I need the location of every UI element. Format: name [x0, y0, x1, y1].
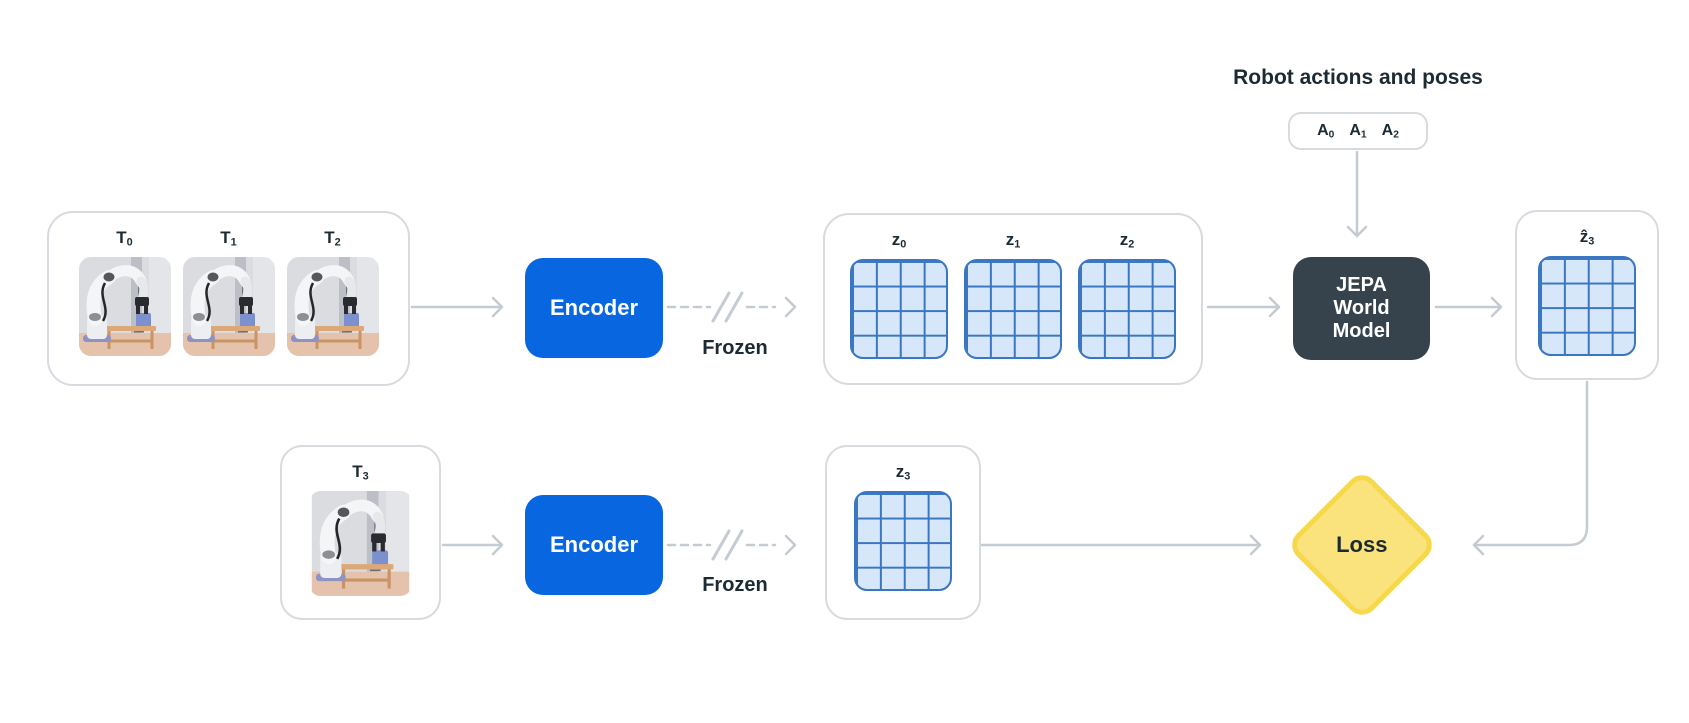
- latent-z2-label: z2: [1119, 230, 1135, 251]
- robot-frame-image: [183, 257, 275, 356]
- prediction-zhat3: ẑ3: [1538, 227, 1636, 356]
- frame-t0-label: T0: [116, 228, 133, 249]
- jepa-world-model-box: JEPA World Model: [1293, 257, 1430, 360]
- frozen-label-bottom: Frozen: [702, 574, 768, 596]
- latent-grid: [850, 259, 948, 359]
- frame-t3-label: T3: [352, 462, 369, 483]
- frame-t3: T3: [309, 462, 412, 596]
- arrow-world-model-to-prediction: [1434, 296, 1503, 318]
- frame-t2-label: T2: [324, 228, 341, 249]
- dashed-arrow-encoder-to-latents: [666, 291, 797, 323]
- latent-bottom-panel: z3: [825, 445, 981, 620]
- prediction-zhat3-label: ẑ3: [1579, 227, 1595, 248]
- frozen-slash-icon: [711, 291, 744, 323]
- prediction-panel: ẑ3: [1515, 210, 1659, 380]
- latent-z0: z0: [850, 230, 948, 359]
- action-label-a0: A0: [1317, 122, 1335, 141]
- latent-z0-label: z0: [891, 230, 907, 251]
- input-frames-panel: T0 T1 T2: [47, 211, 410, 386]
- arrow-target-frame-to-encoder: [441, 534, 504, 556]
- latent-z1: z1: [964, 230, 1062, 359]
- frame-t1-label: T1: [220, 228, 237, 249]
- arrow-latents-to-world-model: [1206, 296, 1281, 318]
- action-label-a1: A1: [1349, 122, 1367, 141]
- frame-t2: T2: [287, 228, 379, 356]
- robot-actions-title: Robot actions and poses: [1233, 66, 1483, 89]
- encoder-box-bottom: Encoder: [525, 495, 663, 595]
- arrow-prediction-to-loss: [1472, 380, 1589, 556]
- latent-grid: [854, 491, 952, 591]
- latents-panel: z0 z1 z2: [823, 213, 1203, 385]
- frozen-slash-icon: [711, 529, 744, 561]
- loss-diamond: Loss: [1285, 468, 1439, 622]
- action-label-a2: A2: [1381, 122, 1399, 141]
- latent-z3: z3: [854, 462, 952, 591]
- arrow-latent-to-loss: [980, 534, 1262, 556]
- latent-grid: [964, 259, 1062, 359]
- frame-t0: T0: [79, 228, 171, 356]
- loss-label: Loss: [1336, 531, 1388, 557]
- frame-t1: T1: [183, 228, 275, 356]
- robot-frame-image: [287, 257, 379, 356]
- latent-z1-label: z1: [1005, 230, 1021, 251]
- arrow-actions-to-world-model: [1346, 150, 1368, 238]
- frozen-label-top: Frozen: [702, 337, 768, 359]
- robot-frame-image: [309, 491, 412, 596]
- latent-grid: [1538, 256, 1636, 356]
- latent-z3-label: z3: [895, 462, 911, 483]
- latent-grid: [1078, 259, 1176, 359]
- arrow-frames-to-encoder: [410, 296, 504, 318]
- dashed-arrow-encoder-to-latent-bottom: [666, 529, 797, 561]
- actions-capsule: A0 A1 A2: [1288, 112, 1428, 150]
- encoder-box-top: Encoder: [525, 258, 663, 358]
- robot-frame-image: [79, 257, 171, 356]
- target-frame-panel: T3: [280, 445, 441, 620]
- latent-z2: z2: [1078, 230, 1176, 359]
